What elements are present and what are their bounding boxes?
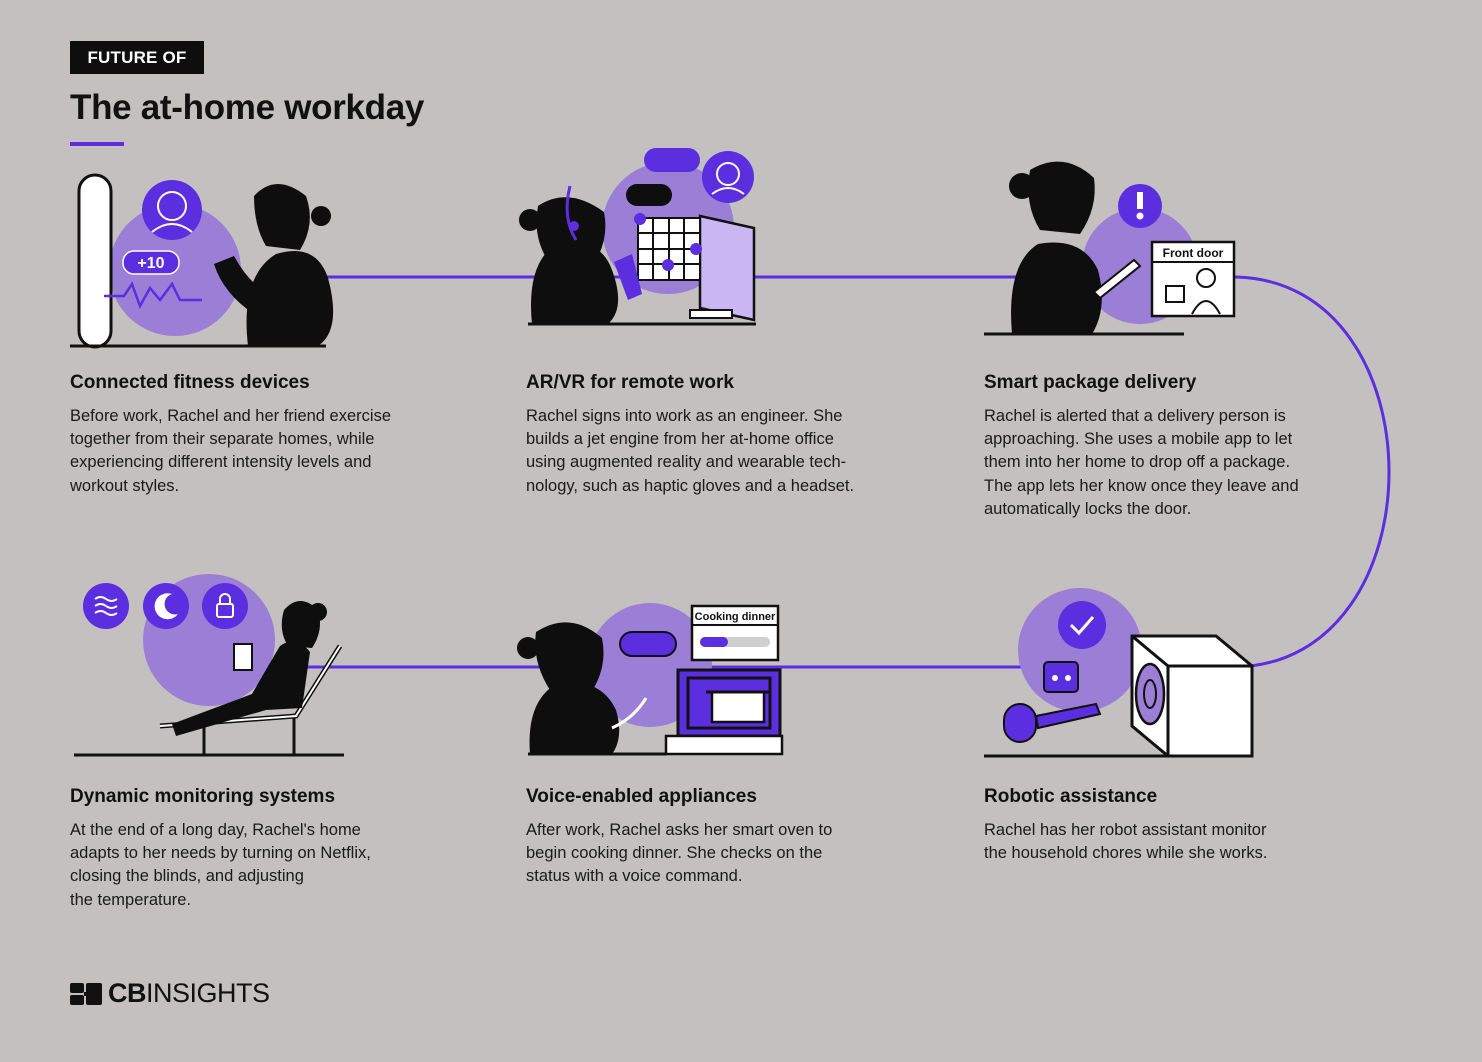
drink-icon	[233, 643, 253, 671]
step-card-robotic-assistance: Robotic assistance Rachel has her robot …	[984, 785, 1344, 865]
friend-avatar-icon	[142, 180, 202, 240]
fitness-scene: +10	[70, 173, 334, 349]
speaking-woman-silhouette-icon	[517, 622, 620, 754]
step-title: Smart package delivery	[984, 372, 1197, 393]
robot-scene	[984, 588, 1254, 758]
smart-oven-icon	[664, 668, 784, 756]
step-description: Rachel has her robot assistant monitor t…	[984, 821, 1268, 863]
step-description: At the end of a long day, Rachel's home …	[70, 821, 371, 909]
cooking-status-card: Cooking dinner	[690, 604, 780, 662]
monitor-icon	[698, 214, 756, 322]
oven-scene: Cooking dinner	[517, 603, 784, 756]
voice-bubble-icon	[619, 631, 677, 657]
intensity-badge	[122, 250, 180, 275]
robot-icon	[1003, 661, 1102, 743]
cbinsights-wordmark: CBINSIGHTS	[108, 978, 270, 1009]
phone-icon	[1092, 258, 1142, 300]
step-title: Connected fitness devices	[70, 372, 310, 393]
chat-bubble-icon	[644, 148, 700, 172]
step-description: Before work, Rachel and her friend exerc…	[70, 407, 391, 495]
step-card-connected-fitness: Connected fitness devices Before work, R…	[70, 371, 430, 498]
safe-icon	[1130, 634, 1254, 758]
step-description: Rachel is alerted that a delivery person…	[984, 407, 1299, 518]
cbinsights-logo: CBINSIGHTS	[70, 978, 270, 1009]
monitoring-scene	[74, 574, 344, 757]
woman-silhouette-icon	[214, 184, 334, 346]
chat-bubble-dark-icon	[626, 184, 672, 206]
arvr-scene	[519, 148, 756, 326]
haptic-glove-icon	[614, 254, 642, 300]
relaxing-woman-silhouette-icon	[172, 601, 327, 736]
delivery-person-icon	[1196, 268, 1216, 288]
climate-icon	[83, 583, 129, 629]
step-card-dynamic-monitoring: Dynamic monitoring systems At the end of…	[70, 785, 430, 912]
step-title: Dynamic monitoring systems	[70, 786, 336, 807]
package-icon	[1165, 285, 1185, 303]
front-door-panel: Front door	[1150, 240, 1236, 318]
step-title: AR/VR for remote work	[526, 372, 734, 393]
checkmark-icon	[1058, 601, 1106, 649]
night-mode-icon	[143, 583, 189, 629]
rachel-phone-silhouette-icon	[1009, 161, 1102, 334]
step-card-arvr: AR/VR for remote work Rachel signs into …	[526, 371, 886, 498]
cooking-pot-icon	[710, 690, 766, 724]
eyebrow-label: FUTURE OF	[70, 41, 204, 74]
colleague-avatar-icon	[702, 151, 754, 203]
headset-icon	[565, 185, 578, 241]
front-door-label: Front door	[1163, 246, 1224, 260]
lock-icon	[202, 583, 248, 629]
intensity-badge-text: +10	[137, 255, 164, 272]
delivery-scene: Front door	[984, 161, 1236, 336]
fitness-mirror	[77, 173, 113, 349]
step-title: Robotic assistance	[984, 786, 1158, 807]
cooking-progress-fill	[700, 637, 728, 647]
title-underline	[70, 142, 124, 146]
heartbeat-icon	[104, 281, 202, 310]
step-title: Voice-enabled appliances	[526, 786, 757, 807]
cooking-status-label: Cooking dinner	[695, 611, 776, 623]
logo-bold-text: CB	[108, 978, 147, 1008]
step-description: After work, Rachel asks her smart oven t…	[526, 821, 833, 886]
step-description: Rachel signs into work as an engineer. S…	[526, 407, 855, 495]
logo-light-text: INSIGHTS	[146, 978, 270, 1008]
page-title: The at-home workday	[70, 88, 425, 127]
cbinsights-logo-icon	[70, 982, 102, 1005]
step-card-voice-appliances: Voice-enabled appliances After work, Rac…	[526, 785, 886, 889]
step-card-smart-package: Smart package delivery Rachel is alerted…	[984, 371, 1344, 521]
